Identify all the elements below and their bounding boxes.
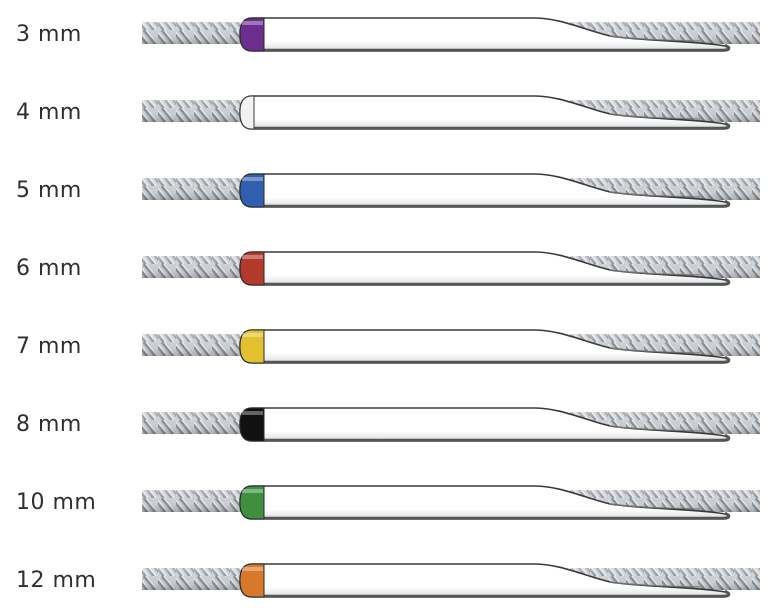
crimp-sleeve-illustration <box>142 329 760 364</box>
size-label: 10 mm <box>16 490 97 515</box>
size-row: 10 mm <box>0 476 780 532</box>
color-code-band <box>239 329 265 364</box>
color-code-band <box>239 173 265 208</box>
size-row: 7 mm <box>0 320 780 376</box>
color-code-band <box>239 485 265 520</box>
size-row: 4 mm <box>0 86 780 142</box>
crimp-sleeve-illustration <box>142 173 760 208</box>
color-code-band <box>239 407 265 442</box>
size-label: 5 mm <box>16 178 82 203</box>
color-code-band <box>239 251 265 286</box>
crimp-sleeve-illustration <box>142 563 760 598</box>
crimp-sleeve-illustration <box>142 95 760 130</box>
size-row: 6 mm <box>0 242 780 298</box>
size-row: 3 mm <box>0 8 780 64</box>
size-label: 4 mm <box>16 100 82 125</box>
size-label: 12 mm <box>16 568 97 593</box>
crimp-sleeve-illustration <box>142 485 760 520</box>
crimp-sleeve-illustration <box>142 251 760 286</box>
size-label: 8 mm <box>16 412 82 437</box>
crimp-sleeve-illustration <box>142 17 760 52</box>
size-row: 8 mm <box>0 398 780 454</box>
sleeve-end-cap <box>239 95 255 130</box>
size-row: 5 mm <box>0 164 780 220</box>
crimp-sleeve-illustration <box>142 407 760 442</box>
size-label: 7 mm <box>16 334 82 359</box>
size-label: 3 mm <box>16 22 82 47</box>
size-label: 6 mm <box>16 256 82 281</box>
size-row: 12 mm <box>0 554 780 610</box>
color-code-band <box>239 17 265 52</box>
color-code-band <box>239 563 265 598</box>
